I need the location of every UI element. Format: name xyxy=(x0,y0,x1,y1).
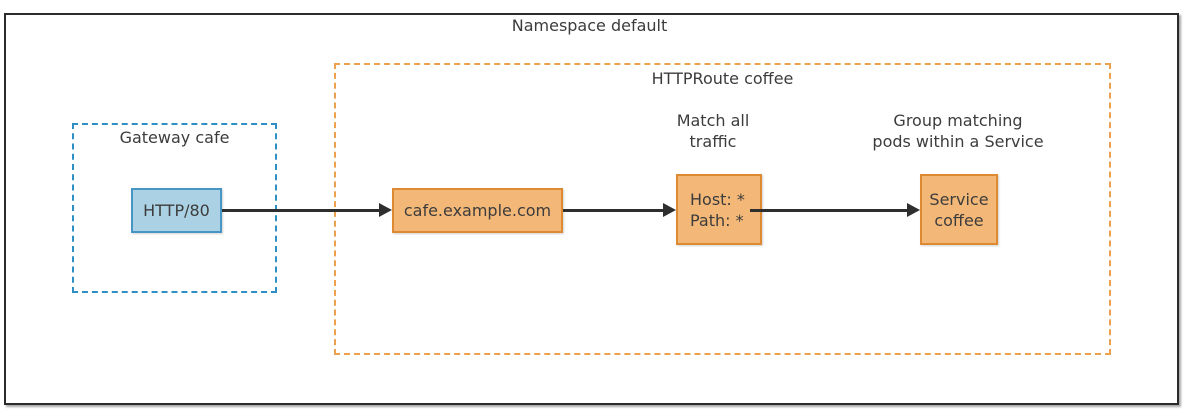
hostname-label: cafe.example.com xyxy=(403,201,552,220)
namespace-title: Namespace default xyxy=(511,16,668,35)
service-annotation: Group matching pods within a Service xyxy=(872,111,1044,151)
arrow-head-icon xyxy=(379,203,392,217)
match-annotation: Match all traffic xyxy=(676,111,750,151)
match-rule-node: Host: * Path: * xyxy=(676,174,762,245)
gateway-listener-node: HTTP/80 xyxy=(131,188,222,233)
arrow-head-icon xyxy=(907,203,920,217)
httproute-group-title: HTTPRoute coffee xyxy=(651,69,794,88)
arrow-hostname-to-match xyxy=(563,203,676,217)
gateway-listener-label: HTTP/80 xyxy=(143,201,210,220)
gateway-group-title: Gateway cafe xyxy=(119,128,230,147)
arrow-match-to-service xyxy=(750,203,920,217)
arrow-head-icon xyxy=(663,203,676,217)
service-node: Service coffee xyxy=(920,174,998,245)
arrow-shaft xyxy=(222,208,381,212)
gateway-group-box xyxy=(72,123,277,293)
service-label: Service coffee xyxy=(929,189,989,230)
match-rule-label: Host: * Path: * xyxy=(690,189,745,230)
arrow-shaft xyxy=(563,208,665,212)
arrow-gateway-to-hostname xyxy=(222,203,392,217)
hostname-node: cafe.example.com xyxy=(392,188,563,233)
arrow-shaft xyxy=(750,208,909,212)
